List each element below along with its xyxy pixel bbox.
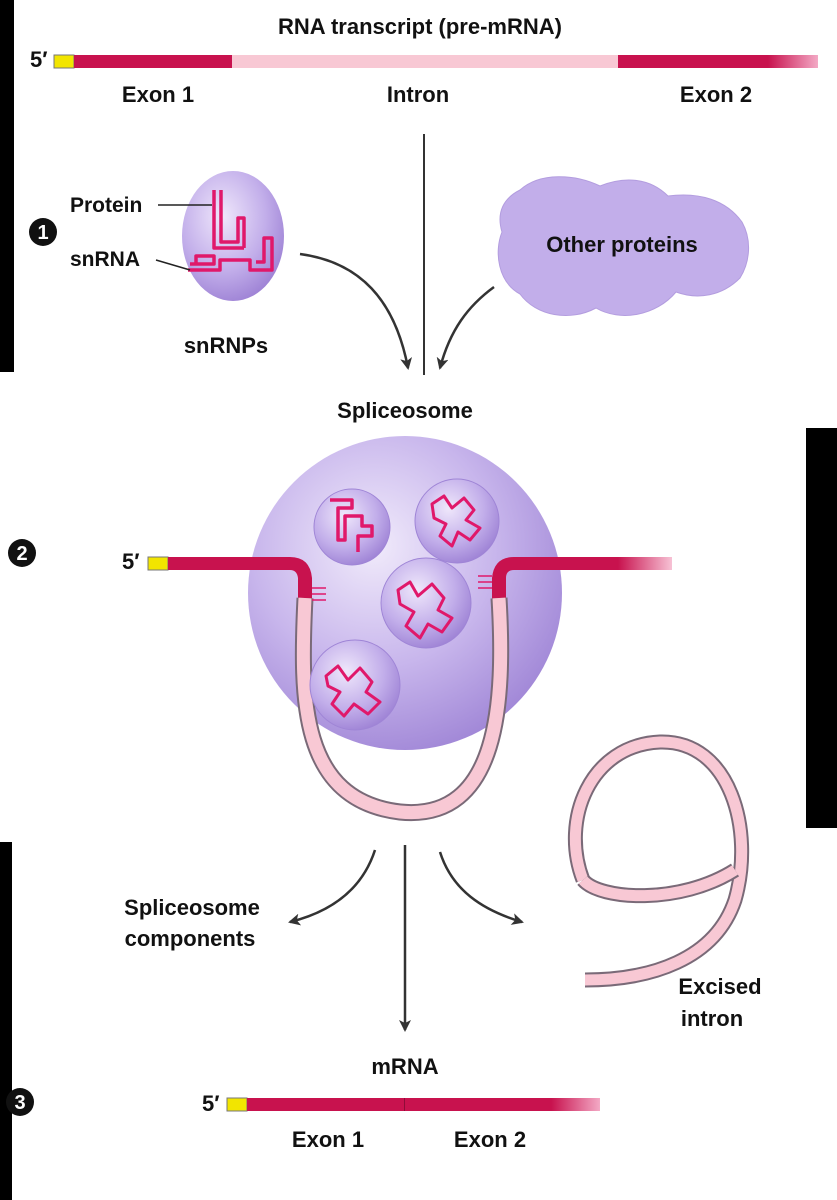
left-bar-top [0,0,14,372]
pre-mrna-exon1 [74,55,232,68]
arrow-snrnps-to-spliceosome [299,252,413,370]
excised-label-line1: Excised [678,974,761,999]
pre-mrna-cap [53,54,75,69]
spliceosome-snrna-4 [324,664,382,718]
other-proteins-label: Other proteins [546,232,698,257]
intron-loop-fill [296,597,508,820]
mrna-label: mRNA [371,1054,438,1079]
snrnp-particle [182,171,284,301]
right-bar-middle [806,428,837,828]
spliceosome-exon1 [168,557,312,600]
arrow-to-excised-intron [438,851,524,925]
arrow-proteins-to-spliceosome [436,285,495,370]
pre-mrna-intron [232,55,618,68]
base-pairing-ticks-left [312,587,326,601]
spliceosome-exon2 [492,557,672,600]
pre-mrna-title: RNA transcript (pre-mRNA) [278,14,562,39]
spliceosome-snrnp-1 [313,488,391,566]
spliceosome-label: Spliceosome [337,398,473,423]
step3-number-badge [6,1088,34,1116]
mrna-exon2-label: Exon 2 [454,1127,526,1152]
excised-intron-fill [569,736,748,986]
arrow-to-components [288,849,377,926]
step1-number-badge [29,218,57,246]
spliceosome-snrnp-2 [414,478,500,564]
pre-mrna-exon2-label: Exon 2 [680,82,752,107]
components-label-line2: components [125,926,256,951]
mrna-cap [226,1097,248,1112]
mrna-exon1-label: Exon 1 [292,1127,364,1152]
step1-number: 1 [37,222,48,244]
step3-number: 3 [14,1092,25,1114]
mrna-exon1 [247,1098,405,1111]
spliceosome-cap [147,556,169,571]
excised-label-line2: intron [681,1006,743,1031]
spliceosome-snrna-1 [330,498,374,552]
spliceosome-snrna-2 [430,494,482,548]
step2-number-badge [8,539,36,567]
mrna-exon2 [405,1098,600,1111]
snrnps-label: snRNPs [184,333,268,358]
spliceosome-snrnp-4 [309,639,401,731]
snrna-leader [155,259,191,271]
excised-intron-loop-close-fill [578,865,738,902]
other-proteins-blob [497,176,749,316]
components-label-line1: Spliceosome [124,895,260,920]
protein-label: Protein [70,194,142,217]
mrna-five-prime: 5′ [202,1091,220,1116]
spliceosome-snrnp-3 [380,557,472,649]
snrnp-snrna-strand [188,190,274,272]
spliceosome-snrna-3 [396,580,454,640]
pre-mrna-exon2 [618,55,818,68]
pre-mrna-exon1-label: Exon 1 [122,82,194,107]
base-pairing-ticks-right [478,575,492,589]
pre-mrna-five-prime: 5′ [30,47,48,72]
left-bar-bottom [0,842,12,1200]
step2-number: 2 [16,543,27,565]
snrna-label: snRNA [70,248,140,271]
spliceosome-five-prime: 5′ [122,549,140,574]
pre-mrna-intron-label: Intron [387,82,449,107]
